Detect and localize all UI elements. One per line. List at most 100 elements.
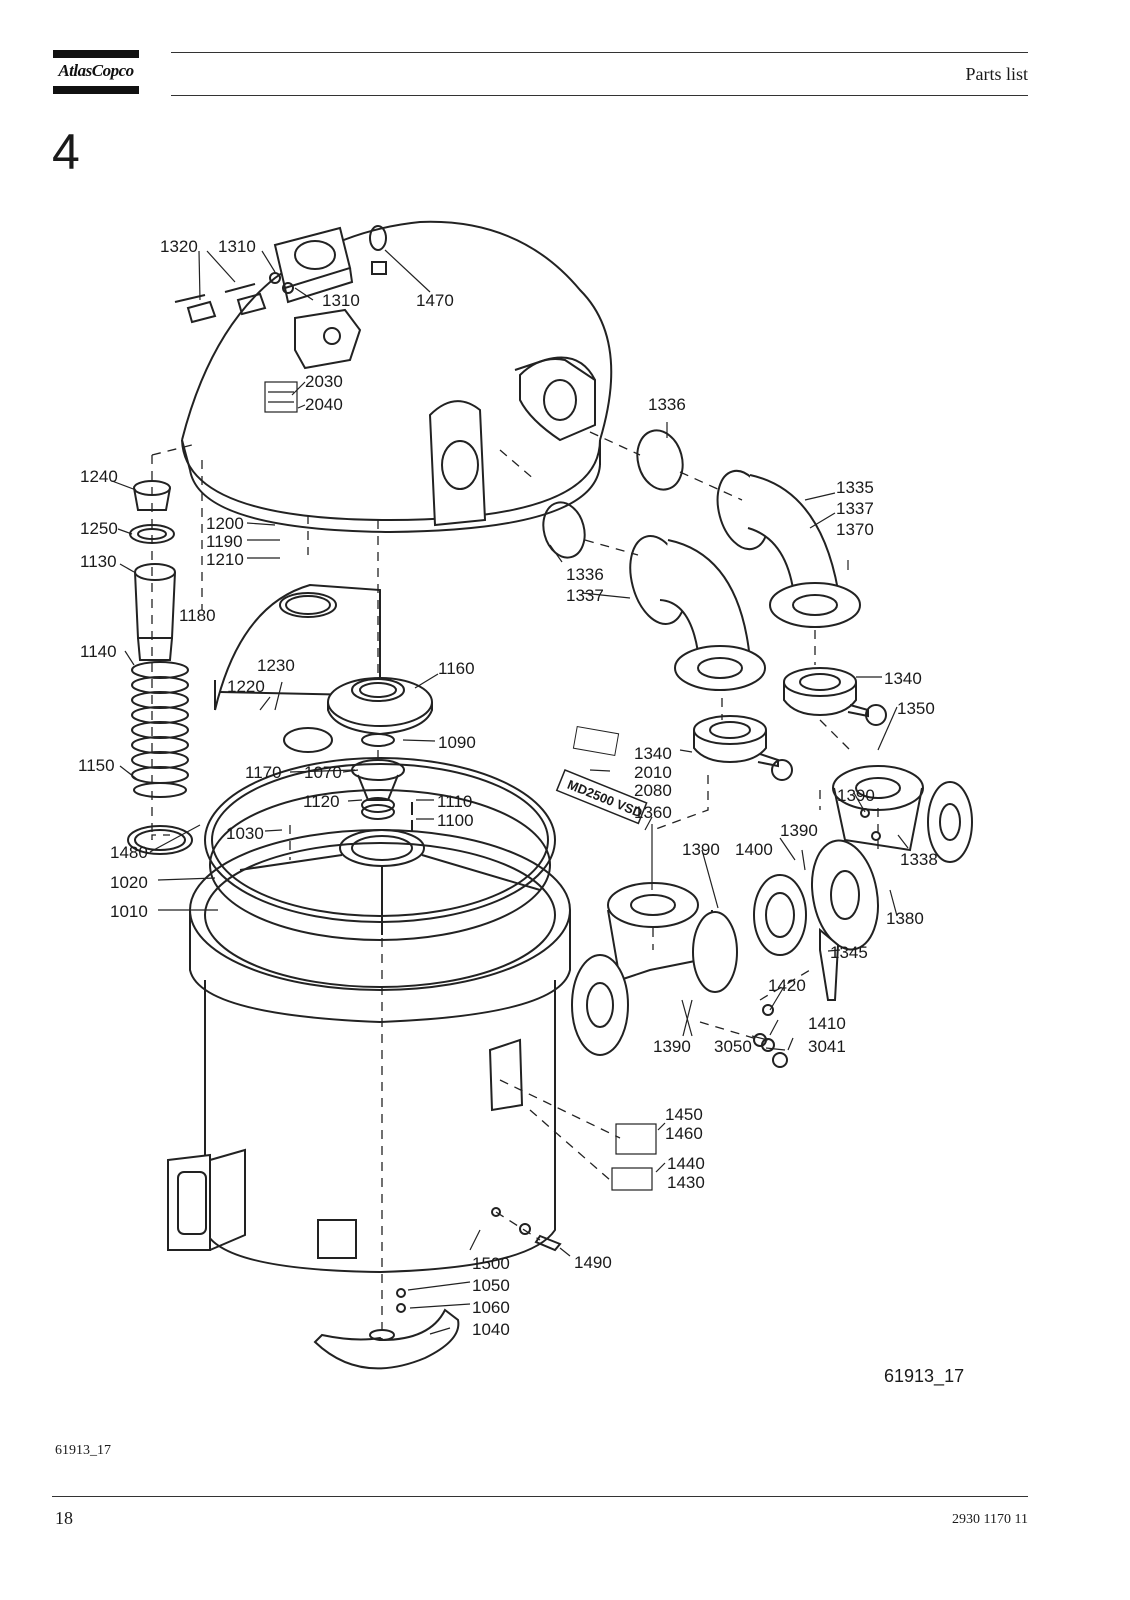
callout-1010: 1010 [110,902,148,921]
callout-1100: 1100 [437,811,474,830]
ball-valves [174,272,294,324]
callout-1338: 1338 [900,850,938,869]
callout-1390-right: 1390 [837,786,875,805]
callout-1160: 1160 [438,659,475,678]
callout-1420: 1420 [768,976,806,995]
callout-1390-mid: 1390 [780,821,818,840]
callout-2080: 2080 [634,781,672,800]
callout-labels: 1320 1310 1310 1470 2030 2040 1336 1335 … [78,237,964,1387]
gasket-ring [204,757,556,923]
callout-1120: 1120 [303,792,340,811]
figure-caption: 61913_17 [55,1443,111,1458]
callout-1336-upper: 1336 [648,395,686,414]
callout-1490: 1490 [574,1253,612,1272]
callout-1470: 1470 [416,291,454,310]
tee-1350 [832,765,973,863]
callout-1336-lower: 1336 [566,565,604,584]
callout-1090: 1090 [438,733,476,752]
callout-2040: 2040 [305,395,343,414]
logo-bar-bottom [53,86,139,94]
center-flange [327,677,433,736]
callout-2030: 2030 [305,372,343,391]
callout-1350: 1350 [897,699,935,718]
section-number: 4 [52,124,80,180]
callout-1200: 1200 [206,514,244,533]
figure-id: 61913_17 [884,1366,964,1387]
callout-1190: 1190 [206,532,243,551]
callout-1335: 1335 [836,478,874,497]
callout-1440: 1440 [667,1154,705,1173]
callout-1345: 1345 [830,943,868,962]
atlas-copco-logo: AtlasCopco [53,50,139,94]
callout-1030: 1030 [226,824,264,843]
elbow-1337-upper [716,469,861,628]
plugs [753,808,881,1068]
nozzle-parts [351,733,413,832]
callout-1390-bottom: 1390 [653,1037,691,1056]
callout-1370: 1370 [836,520,874,539]
assembly-dash-lines [151,431,879,1340]
exploded-parts-diagram: MD2500 VSD 1320 1310 1310 1470 2030 2040… [60,210,1020,1420]
callout-1320: 1320 [160,237,198,256]
callout-1340-lower: 1340 [634,744,672,763]
callout-1110: 1110 [437,792,472,811]
callout-1337-lower: 1337 [566,586,604,605]
butterfly-valve-1345 [753,839,879,1001]
header-rule-top [171,52,1028,53]
callout-1020: 1020 [110,873,148,892]
callout-1450: 1450 [665,1105,703,1124]
cross-plate [209,789,551,941]
footer-rule [52,1496,1028,1497]
callout-1130: 1130 [80,552,117,571]
header-title: Parts list [965,64,1028,84]
top-cover [181,220,613,534]
drain-shield [313,1288,460,1370]
callout-1460: 1460 [665,1124,703,1143]
callout-1070: 1070 [304,763,342,782]
callout-1040: 1040 [472,1320,510,1339]
main-vessel [167,829,657,1274]
callout-1060: 1060 [472,1298,510,1317]
callout-1337-upper: 1337 [836,499,874,518]
page-number: 18 [55,1508,73,1528]
callout-1340-upper: 1340 [884,669,922,688]
strainer-stack [127,480,193,855]
callout-1240: 1240 [80,467,118,486]
callout-1150: 1150 [78,756,115,775]
logo-wordmark: AtlasCopco [58,61,134,80]
callout-3041: 3041 [808,1037,846,1056]
diagram-canvas: MD2500 VSD 1320 1310 1310 1470 2030 2040… [78,220,973,1387]
callout-1170: 1170 [245,763,282,782]
callout-1480: 1480 [110,843,148,862]
pipe-rings [542,429,684,559]
callout-1410: 1410 [808,1014,846,1033]
callout-1500: 1500 [472,1254,510,1273]
callout-1230: 1230 [257,656,295,675]
inner-baffle [214,583,381,753]
butterfly-valve-upper [783,667,887,726]
callout-1140: 1140 [80,642,117,661]
leader-lines [111,249,909,1335]
callout-1210: 1210 [206,550,244,569]
document-number: 2930 1170 11 [952,1512,1028,1527]
callout-1250: 1250 [80,519,118,538]
callout-1050: 1050 [472,1276,510,1295]
callout-1360: 1360 [634,803,672,822]
callout-1390-left: 1390 [682,840,720,859]
drawing-linework [127,220,973,1370]
callout-2010: 2010 [634,763,672,782]
header-rule-bottom [171,95,1028,96]
elbow-1337-lower [629,535,766,691]
drain-valve [491,1207,562,1252]
callout-1400: 1400 [735,840,773,859]
callout-1380: 1380 [886,909,924,928]
callout-1310-lower: 1310 [322,291,360,310]
callout-1220: 1220 [227,677,265,696]
butterfly-valve-lower [693,715,793,781]
tee-1360 [571,882,738,1056]
callout-1430: 1430 [667,1173,705,1192]
logo-bar-top [53,50,139,58]
callout-1180: 1180 [179,606,216,625]
callout-1310: 1310 [218,237,256,256]
callout-3050: 3050 [714,1037,752,1056]
